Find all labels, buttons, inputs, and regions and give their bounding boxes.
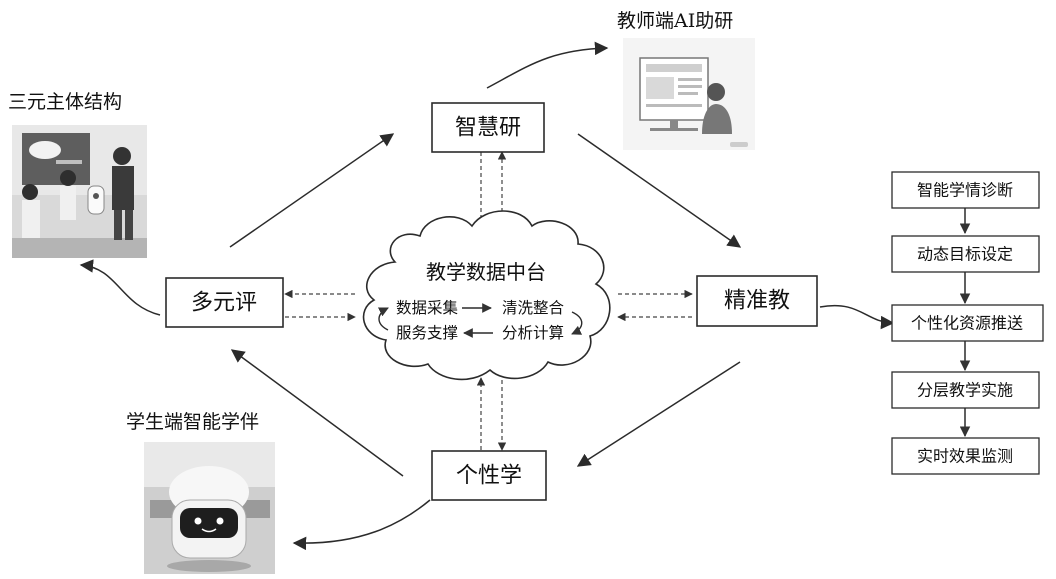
node-smart-research-label: 智慧研 [455, 116, 521, 141]
step-1: 智能学情诊断 [917, 181, 1013, 200]
hub-arrow-loop-left [377, 307, 389, 331]
classroom-photo [12, 125, 147, 258]
node-precise-teaching-label: 精准教 [724, 289, 790, 314]
node-personal-learning-label: 个性学 [456, 464, 522, 489]
step-2: 动态目标设定 [917, 245, 1013, 264]
hub-item-analyze: 分析计算 [502, 323, 564, 342]
caption-three-subjects: 三元主体结构 [8, 91, 122, 113]
arrow-top-to-right [577, 133, 742, 248]
steps-flow: 智能学情诊断 动态目标设定 个性化资源推送 分层教学实施 实时效果监测 [891, 171, 1044, 475]
arrow-to-three-subjects [79, 259, 161, 316]
step-4: 分层教学实施 [917, 381, 1013, 400]
student-companion-photo [144, 442, 275, 574]
node-multi-evaluation: 多元评 [165, 277, 284, 328]
hub-item-collect: 数据采集 [396, 299, 458, 317]
node-smart-research: 智慧研 [431, 102, 545, 153]
teacher-ai-illustration [623, 38, 755, 150]
arrow-bottom-to-left [230, 349, 404, 477]
caption-student-companion: 学生端智能学伴 [126, 411, 259, 433]
hub-arrow-loop-right [571, 311, 583, 335]
arrow-right-to-bottom [576, 361, 741, 467]
node-multi-evaluation-label: 多元评 [191, 291, 257, 316]
hub-item-serve: 服务支撑 [396, 324, 458, 342]
hub-title: 教学数据中台 [426, 260, 546, 284]
arrow-to-student-companion [292, 499, 431, 551]
step-5: 实时效果监测 [917, 447, 1013, 466]
arrow-to-teacher-ai [486, 41, 609, 89]
caption-teacher-ai: 教师端AI助研 [617, 10, 733, 32]
arrow-to-steps [819, 304, 895, 330]
arrow-left-to-top [229, 133, 395, 248]
hub-item-clean: 清洗整合 [502, 299, 565, 317]
node-precise-teaching: 精准教 [696, 275, 818, 327]
step-3: 个性化资源推送 [911, 314, 1023, 333]
data-hub-cloud [362, 210, 611, 381]
node-personal-learning: 个性学 [431, 450, 547, 501]
